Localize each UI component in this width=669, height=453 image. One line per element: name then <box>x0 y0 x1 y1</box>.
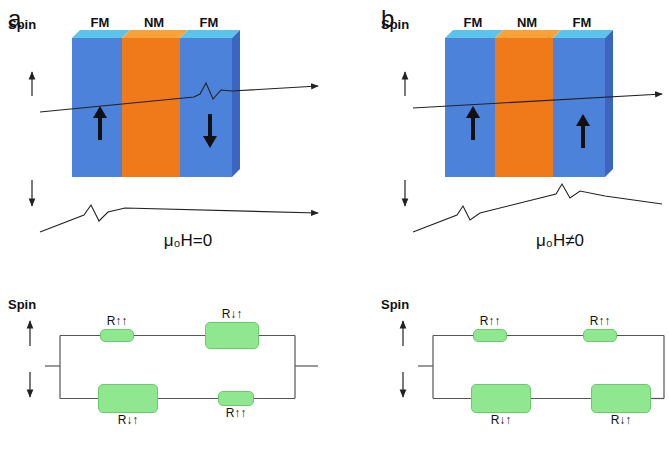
layer-label: FM <box>573 16 592 30</box>
resistor-symbol: R↓↑ <box>471 384 531 413</box>
circuit-wire <box>45 336 318 399</box>
resistor-label: R↑↑ <box>480 315 501 328</box>
electron-path <box>40 83 318 232</box>
axis-label: Spin <box>381 298 409 312</box>
resistor-symbol: R↓↑ <box>591 384 651 413</box>
resistor-symbol: R↑↑ <box>100 329 134 342</box>
axis-label: Spin <box>8 298 36 312</box>
resistor-label: R↑↑ <box>590 315 611 328</box>
resistor-label: R↑↑ <box>226 407 247 420</box>
spin-arrow <box>31 72 32 206</box>
circuit-wire <box>158 398 218 399</box>
axis-label: Spin <box>381 18 409 32</box>
resistor-symbol: R↑↑ <box>583 329 617 342</box>
axis-label: Spin <box>8 18 36 32</box>
resistor-label: R↓↑ <box>611 414 632 427</box>
resistor-label: R↓↑ <box>118 414 139 427</box>
resistor-label: R↓↑ <box>491 414 512 427</box>
resistor-label: R↑↑ <box>107 315 128 328</box>
multilayer-block <box>445 30 613 177</box>
multilayer-block <box>72 30 240 177</box>
field-label: μ₀H≠0 <box>536 232 584 251</box>
spin-arrow <box>29 321 30 397</box>
resistor-symbol: R↓↑ <box>205 322 259 349</box>
resistor-symbol: R↑↑ <box>218 391 254 406</box>
circuit-wire <box>531 398 591 399</box>
resistor-label: R↓↑ <box>222 308 243 321</box>
spin-arrow <box>402 321 403 397</box>
layer-label: NM <box>517 16 537 30</box>
layer-label: NM <box>144 16 164 30</box>
layer-label: FM <box>200 16 219 30</box>
circuit-wire <box>507 335 583 336</box>
electron-path <box>413 94 662 232</box>
resistor-symbol: R↓↑ <box>98 384 158 413</box>
magnetization-arrow <box>466 106 590 148</box>
layer-label: FM <box>91 16 110 30</box>
spin-arrow <box>404 72 405 206</box>
magnetization-arrow <box>93 106 217 148</box>
circuit-wire <box>134 335 205 336</box>
layer-label: FM <box>464 16 483 30</box>
field-label: μ₀H=0 <box>164 232 213 251</box>
resistor-symbol: R↑↑ <box>473 329 507 342</box>
